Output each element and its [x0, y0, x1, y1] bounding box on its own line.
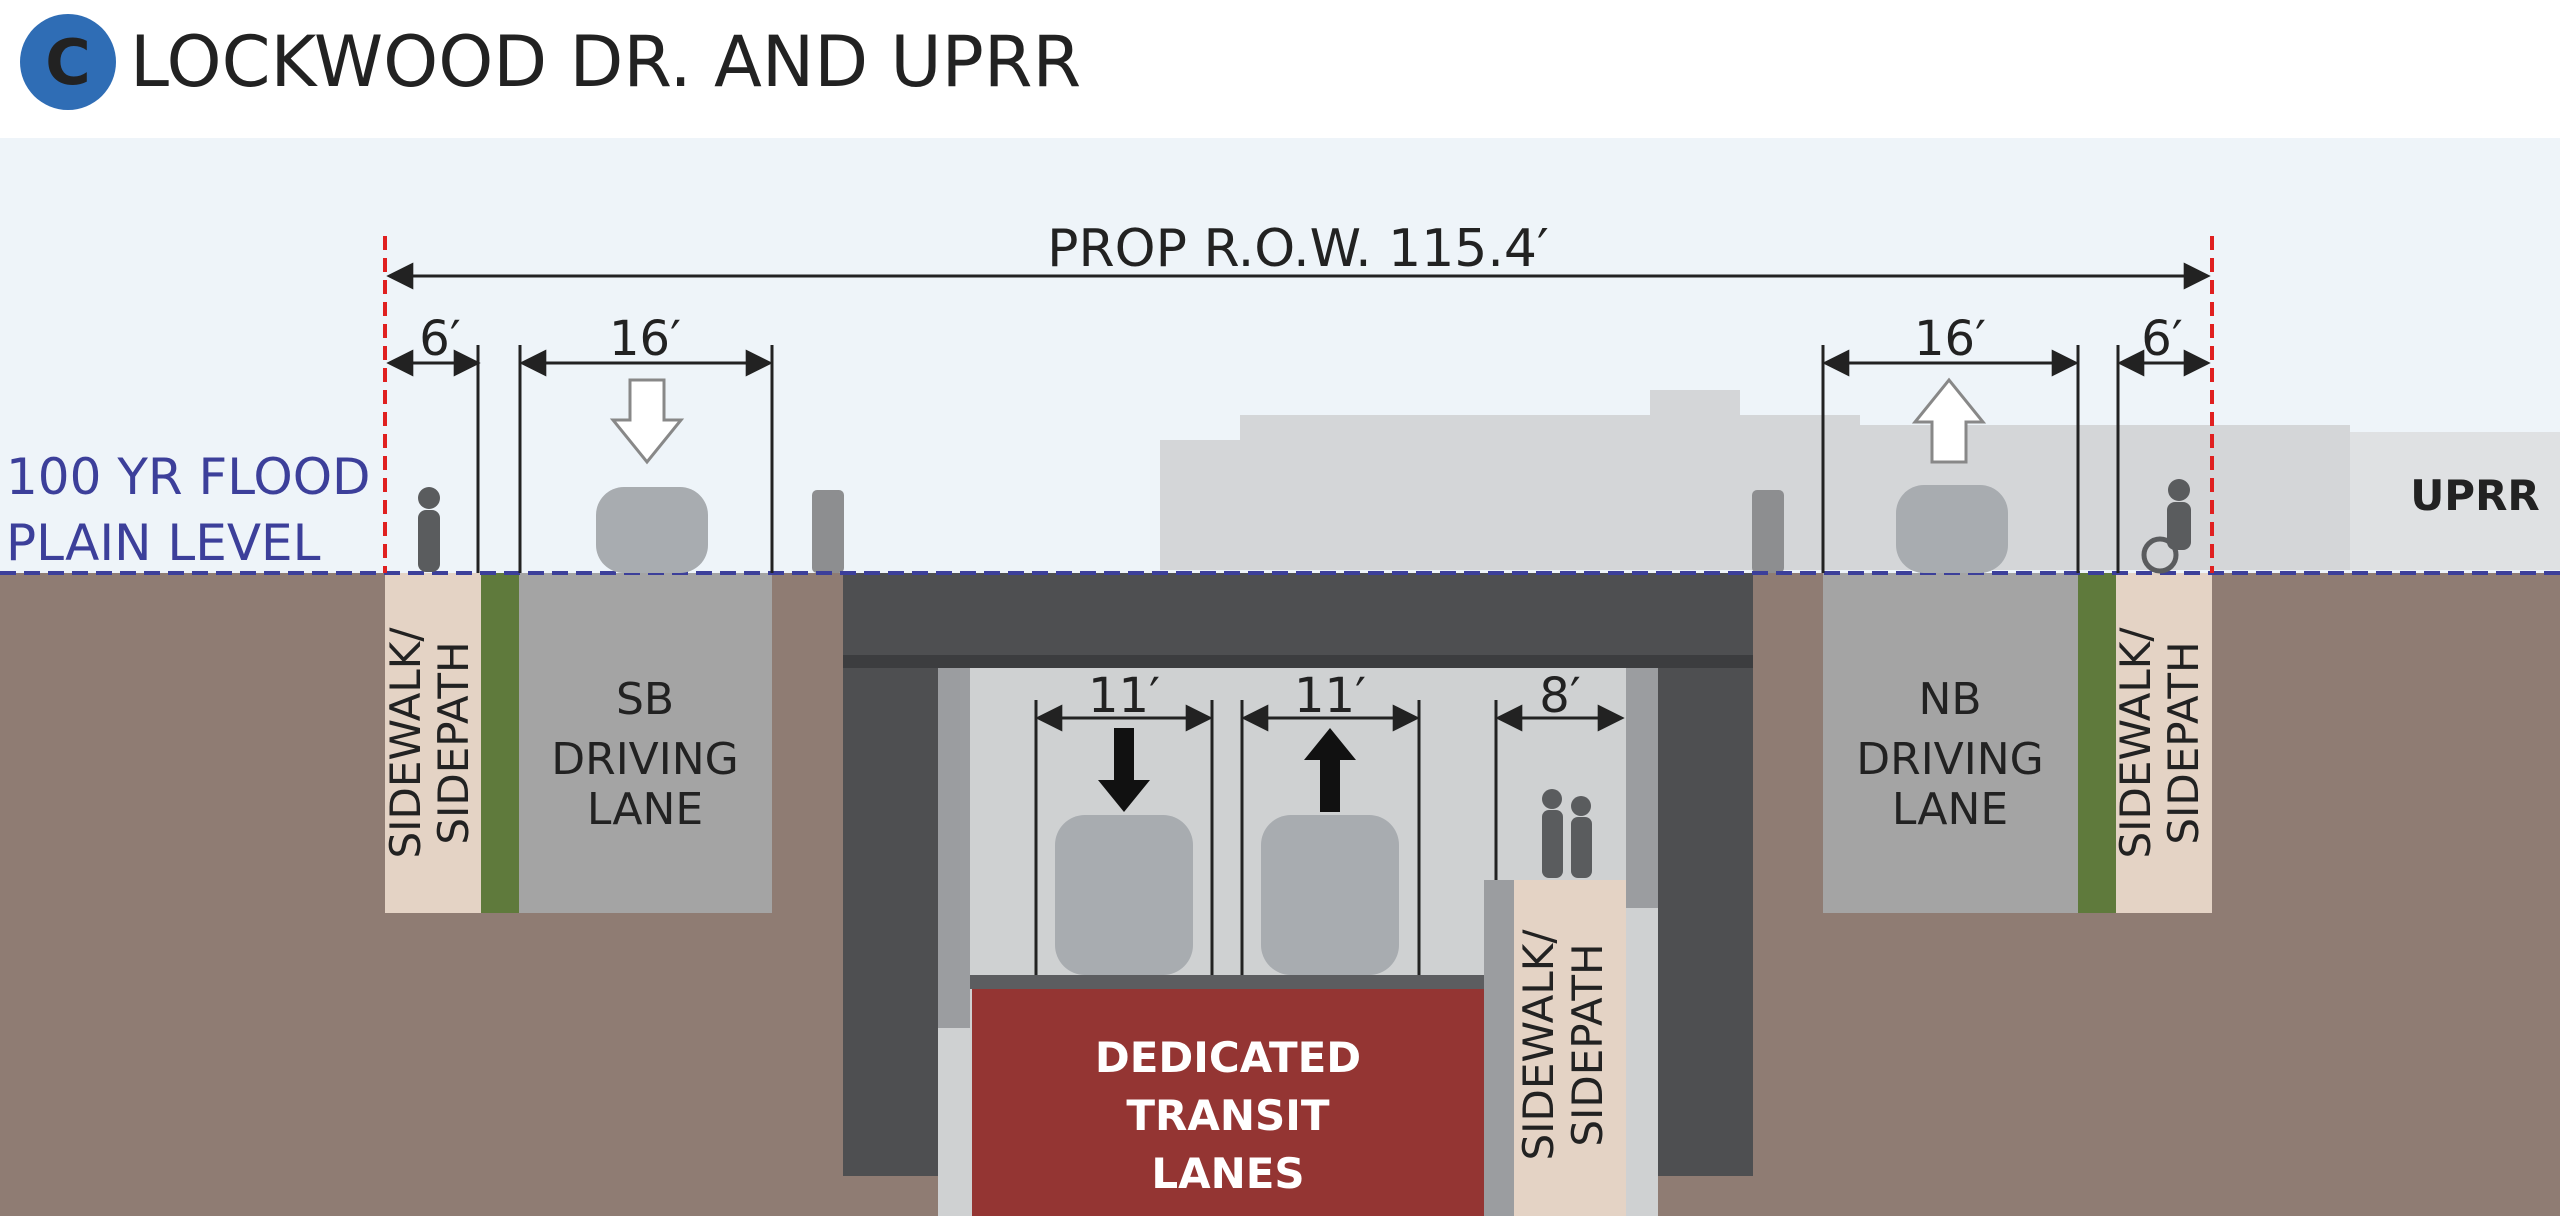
nb-lane-block [1823, 573, 2078, 913]
flood-plain-label-line-1: 100 YR FLOOD [6, 448, 371, 506]
nb-lane-label-line-2: DRIVING [1856, 734, 2044, 785]
nb-direction-arrow-icon [1911, 377, 1987, 464]
pedestrian-left [418, 487, 440, 572]
railroad-label: UPRR [2410, 471, 2540, 520]
railing-post-left [812, 490, 844, 573]
cyclist-right [2141, 479, 2191, 574]
pedestrians-underpass [1542, 789, 1592, 878]
retaining-wall-left [843, 668, 938, 1176]
underpass-inner-wall-right [1626, 668, 1658, 908]
railing-post-right [1752, 490, 1784, 573]
row-dimension-label: PROP R.O.W. 115.4′ [1047, 219, 1549, 279]
section-badge-letter: C [45, 26, 91, 99]
dimension-lines [386, 262, 2211, 975]
bridge-deck-edge [843, 655, 1753, 668]
sidewalk-left-label-line-1: SIDEWALK/ [381, 627, 430, 859]
transit-label-line-3: LANES [1151, 1149, 1304, 1198]
transit-vehicle-southbound [1055, 815, 1193, 975]
sb-lane-label-line-1: SB [616, 674, 674, 725]
nb-lane-label-line-1: NB [1918, 674, 1981, 725]
transit-lanes-block [972, 989, 1484, 1216]
retaining-wall-right [1658, 668, 1753, 1176]
lower-sidewalk-dimension: 8′ [1539, 668, 1580, 724]
transit-lane-1-dimension: 11′ [1088, 668, 1160, 724]
sb-direction-arrow-icon [609, 378, 685, 465]
header: C LOCKWOOD DR. AND UPRR [20, 14, 1081, 110]
sidewalk-right-label-line-2: SIDEPATH [2159, 641, 2208, 844]
sidewalk-right [2116, 573, 2212, 913]
transit-road-surface [970, 975, 1484, 989]
nb-lane-dimension: 16′ [1914, 311, 1986, 367]
page-title: LOCKWOOD DR. AND UPRR [130, 21, 1081, 103]
underpass-inner-wall-left [938, 668, 970, 1028]
sidewalk-lower-label-line-2: SIDEPATH [1563, 943, 1612, 1146]
nb-lane-label-line-3: LANE [1892, 784, 2008, 835]
sb-lane-label-line-2: DRIVING [551, 734, 739, 785]
bridge-deck [843, 573, 1753, 668]
section-badge [20, 14, 116, 110]
lower-sidewalk-curb [1484, 880, 1514, 1216]
transit-label-line-1: DEDICATED [1095, 1033, 1361, 1082]
sidewalk-left-dimension: 6′ [419, 311, 460, 367]
sidewalk-right-label-line-1: SIDEWALK/ [2111, 627, 2160, 859]
sb-lane-label-line-3: LANE [587, 784, 703, 835]
transit-northbound-arrow-icon [1304, 728, 1356, 812]
transit-vehicle-northbound [1261, 815, 1399, 975]
flood-plain-label-line-2: PLAIN LEVEL [6, 514, 321, 572]
nb-car [1896, 485, 2008, 573]
sidewalk-left [385, 573, 481, 913]
transit-lane-2-dimension: 11′ [1294, 668, 1366, 724]
lower-sidewalk [1514, 880, 1626, 1216]
sidewalk-lower-label-line-1: SIDEWALK/ [1514, 929, 1563, 1161]
grass-strip-right [2078, 573, 2116, 913]
transit-label-line-2: TRANSIT [1126, 1091, 1330, 1140]
sb-lane-block [519, 573, 772, 913]
grass-strip-left [481, 573, 519, 913]
sb-car [596, 487, 708, 573]
sidewalk-left-label-line-2: SIDEPATH [429, 641, 478, 844]
transit-southbound-arrow-icon [1098, 728, 1150, 812]
sb-lane-dimension: 16′ [609, 311, 681, 367]
sidewalk-right-dimension: 6′ [2141, 311, 2182, 367]
